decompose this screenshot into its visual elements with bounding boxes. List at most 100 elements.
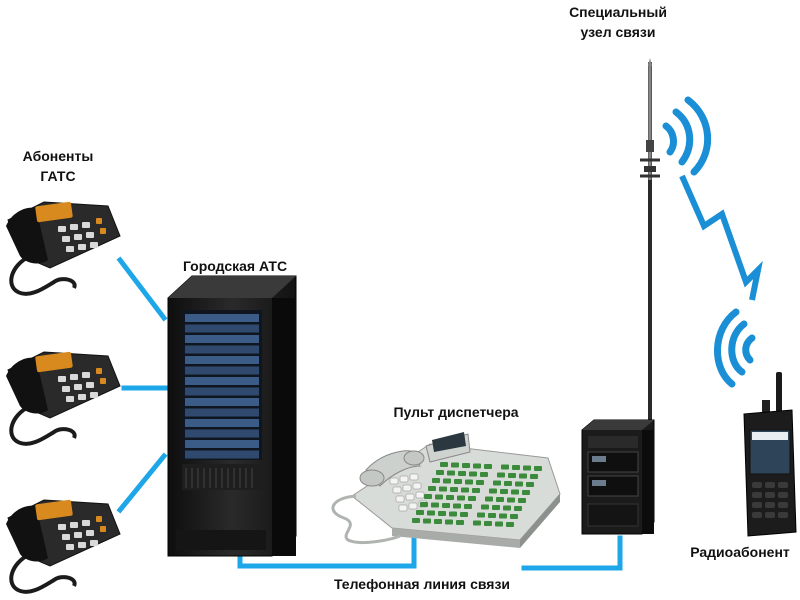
console-green-key xyxy=(510,514,518,519)
rack-unit xyxy=(185,440,259,448)
console-green-key xyxy=(416,510,424,515)
city-pbx-rack[interactable] xyxy=(167,275,297,557)
console-green-key xyxy=(428,486,436,491)
console-green-key xyxy=(412,518,420,523)
console-green-key xyxy=(508,473,516,478)
rack-unit xyxy=(185,356,259,364)
dispatcher-console[interactable] xyxy=(331,432,561,548)
console-green-key xyxy=(434,519,442,524)
special-node-label-line2: узел связи xyxy=(580,24,656,40)
rack-unit xyxy=(185,335,259,343)
console-green-key xyxy=(443,478,451,484)
console-green-key xyxy=(522,490,530,495)
console-green-key xyxy=(440,462,448,467)
console-green-key xyxy=(449,511,457,517)
console-keypad-key xyxy=(402,484,412,492)
console-keypad-key xyxy=(409,473,419,481)
console-green-key xyxy=(503,505,511,511)
subscribers-label-line2: ГАТС xyxy=(40,168,76,184)
console-green-key xyxy=(423,518,431,524)
console-green-key xyxy=(447,470,455,476)
console-green-key xyxy=(420,502,428,507)
rack-unit xyxy=(185,366,259,375)
console-green-key xyxy=(534,466,542,471)
console-green-key xyxy=(427,510,435,516)
rack-unit xyxy=(185,429,259,438)
console-keypad-key xyxy=(389,477,399,485)
rack-unit xyxy=(185,314,259,322)
console-green-key xyxy=(450,487,458,492)
console-green-key xyxy=(462,463,470,468)
console-green-key xyxy=(484,464,492,469)
phone-1[interactable] xyxy=(6,201,121,296)
console-green-key xyxy=(469,471,477,477)
console-green-key xyxy=(424,494,432,499)
console-green-key xyxy=(454,479,462,484)
console-green-key xyxy=(514,506,522,511)
subscribers-label-line1: Абоненты xyxy=(22,148,94,164)
console-green-key xyxy=(500,489,508,494)
rack-unit xyxy=(185,387,259,396)
rack-unit xyxy=(185,377,259,385)
console-green-key xyxy=(499,513,507,519)
console-green-key xyxy=(496,497,504,502)
console-keypad xyxy=(389,473,428,512)
console-green-key xyxy=(472,488,480,493)
console-green-key xyxy=(464,504,472,509)
rack-unit xyxy=(185,324,259,333)
radio-waves-handset-icon xyxy=(714,308,756,388)
dispatcher-console-label: Пульт диспетчера xyxy=(393,404,519,420)
console-green-key xyxy=(489,488,497,494)
console-green-key xyxy=(530,474,538,479)
phone-line-label: Телефонная линия связи xyxy=(333,576,511,592)
console-green-key xyxy=(439,486,447,492)
rack-unit xyxy=(185,450,259,459)
link-phone-1-to-pbx xyxy=(116,256,168,322)
radio-subscriber-label: Радиоабонент xyxy=(690,544,790,560)
console-green-key xyxy=(495,521,503,527)
wireless-link-icon xyxy=(679,174,763,301)
console-green-key xyxy=(456,520,464,525)
console-green-key xyxy=(446,495,454,500)
console-green-key xyxy=(484,521,492,526)
console-green-key xyxy=(501,464,509,470)
console-green-key xyxy=(504,481,512,486)
antenna-mast xyxy=(640,58,660,422)
console-green-key xyxy=(457,495,465,501)
radio-waves-mast-icon xyxy=(662,96,711,176)
console-green-key xyxy=(481,504,489,510)
console-green-key xyxy=(488,513,496,518)
console-green-key xyxy=(492,505,500,510)
console-green-key xyxy=(451,462,459,468)
rack-unit xyxy=(185,398,259,406)
link-phone-3-to-pbx xyxy=(116,452,168,514)
console-green-key xyxy=(506,522,514,527)
console-green-key xyxy=(461,487,469,493)
link-console-to-node xyxy=(521,535,623,571)
city-pbx-label: Городская АТС xyxy=(182,258,288,274)
console-green-key xyxy=(507,497,515,503)
console-green-keys xyxy=(412,462,542,527)
rack-unit xyxy=(185,408,259,417)
console-green-key xyxy=(518,498,526,503)
console-green-key xyxy=(473,520,481,526)
console-keypad-key xyxy=(392,486,402,494)
console-green-key xyxy=(526,482,534,487)
phone-3[interactable] xyxy=(6,499,121,594)
phone-2[interactable] xyxy=(6,351,121,446)
console-green-key xyxy=(480,472,488,477)
special-node-label: Специальный узел связи xyxy=(556,2,680,42)
console-green-key xyxy=(445,519,453,525)
radio-handset[interactable] xyxy=(743,372,797,537)
console-keypad-key xyxy=(408,502,418,510)
special-node-equipment[interactable] xyxy=(581,419,655,535)
console-green-key xyxy=(431,502,439,508)
console-green-key xyxy=(438,511,446,516)
console-green-key xyxy=(435,494,443,500)
console-keypad-key xyxy=(399,475,409,483)
console-green-key xyxy=(477,512,485,518)
console-keypad-key xyxy=(398,504,408,512)
special-node-label-line1: Специальный xyxy=(569,4,667,20)
console-green-key xyxy=(460,512,468,517)
